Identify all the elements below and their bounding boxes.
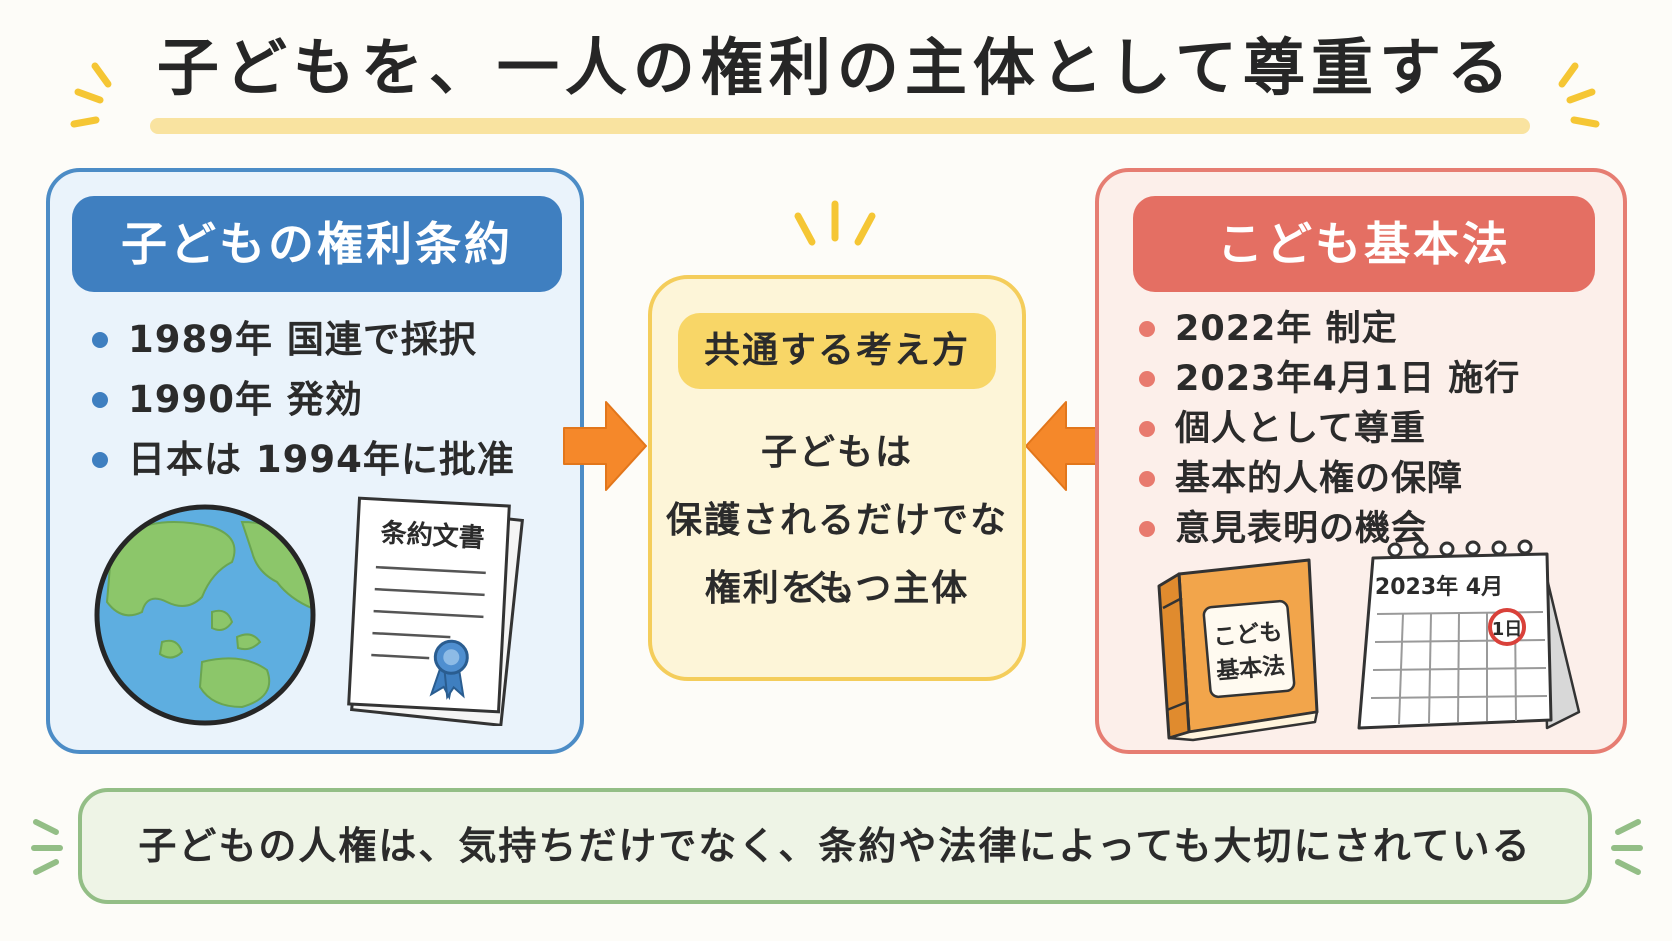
page-title: 子どもを、一人の権利の主体として尊重する xyxy=(156,31,1516,104)
basic-law-panel: こども基本法 2022年 制定 2023年4月1日 施行 個人として尊重 基本的… xyxy=(1095,168,1627,754)
document-label: 条約文書 xyxy=(380,517,485,553)
calendar-icon: 2023年 4月 1日 xyxy=(1357,539,1581,730)
convention-header: 子どもの権利条約 xyxy=(72,196,562,292)
list-item: 意見表明の機会 xyxy=(1135,504,1520,554)
list-item: 基本的人権の保障 xyxy=(1135,454,1520,504)
sparkle-center-icon xyxy=(794,200,876,246)
calendar-day: 1日 xyxy=(1492,619,1523,640)
convention-panel: 子どもの権利条約 1989年 国連で採択 1990年 発効 日本は 1994年に… xyxy=(46,168,584,754)
sparkle-right-icon xyxy=(1558,62,1600,128)
list-item: 個人として尊重 xyxy=(1135,404,1520,454)
basic-law-header: こども基本法 xyxy=(1133,196,1595,292)
calendar-label: 2023年 4月 xyxy=(1375,574,1503,600)
common-idea-line: 子どもは xyxy=(760,432,913,473)
summary-message: 子どもの人権は、気持ちだけでなく、条約や法律によっても大切にされている xyxy=(78,788,1592,904)
sparkle-bottom-right-icon xyxy=(1611,819,1643,875)
list-item: 日本は 1994年に批准 xyxy=(88,430,515,490)
basic-law-list: 2022年 制定 2023年4月1日 施行 個人として尊重 基本的人権の保障 意… xyxy=(1135,304,1520,554)
common-idea-line: 保護されるだけでなく、 xyxy=(665,500,1008,609)
convention-list: 1989年 国連で採択 1990年 発効 日本は 1994年に批准 xyxy=(88,310,515,490)
list-item: 1990年 発効 xyxy=(88,370,515,430)
common-idea-text: 子どもは 保護されるだけでなく、 権利をもつ主体 xyxy=(652,419,1022,623)
arrow-right-icon xyxy=(563,401,647,491)
globe-icon xyxy=(94,504,316,726)
sparkle-left-icon xyxy=(70,62,112,128)
common-idea-line: 権利をもつ主体 xyxy=(704,568,970,609)
treaty-document-icon: 条約文書 xyxy=(347,496,525,726)
book-label-line2: 基本法 xyxy=(1215,653,1286,685)
book-label-line1: こども xyxy=(1212,619,1283,651)
list-item: 1989年 国連で採択 xyxy=(88,310,515,370)
common-idea-label: 共通する考え方 xyxy=(678,313,996,389)
list-item: 2023年4月1日 施行 xyxy=(1135,354,1520,404)
sparkle-bottom-left-icon xyxy=(31,819,63,875)
common-idea-panel: 共通する考え方 子どもは 保護されるだけでなく、 権利をもつ主体 xyxy=(648,275,1026,681)
title-underline xyxy=(150,118,1530,134)
book-icon: こども 基本法 xyxy=(1157,558,1319,742)
list-item: 2022年 制定 xyxy=(1135,304,1520,354)
